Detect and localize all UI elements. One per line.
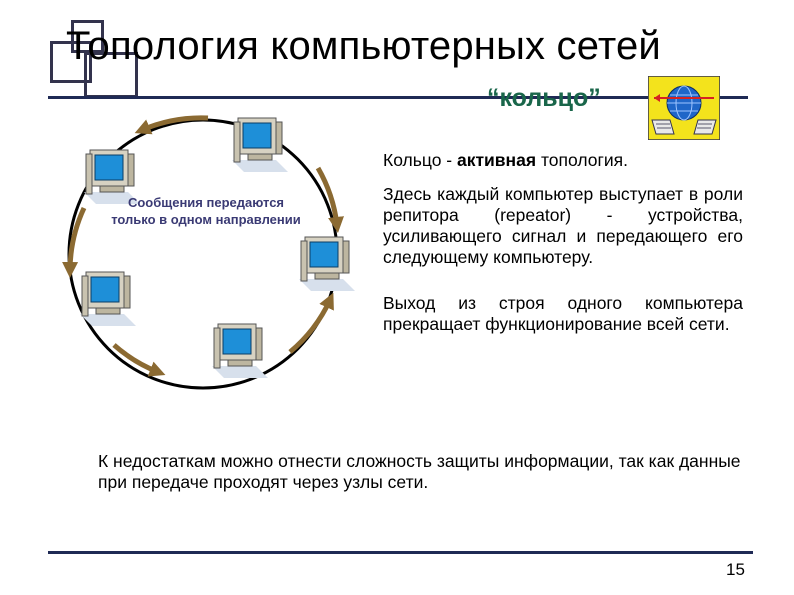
page-number: 15 [726, 560, 745, 579]
arrow-left [62, 206, 87, 278]
title-underline [48, 96, 748, 99]
arrow-top [134, 115, 209, 135]
paragraph-drawbacks: К недостаткам можно отнести сложность за… [98, 451, 741, 492]
p1-bold: активная [456, 150, 537, 170]
paragraph-repeater: Здесь каждый компьютер выступает в роли … [383, 184, 743, 267]
p1-prefix: Кольцо - [383, 150, 457, 170]
computer-icon [79, 271, 137, 327]
arrow-bottom-left [112, 343, 166, 377]
arrow-bottom-right [288, 292, 334, 354]
paragraph-active-topology: Кольцо - активная топология. [383, 150, 743, 171]
p1-suffix: топология. [536, 150, 628, 170]
arrow-right [315, 166, 344, 233]
ring-message-label: Сообщения передаются только в одном напр… [111, 195, 301, 227]
network-globe-icon [648, 76, 720, 140]
computer-icon [298, 236, 356, 292]
computer-icon [211, 323, 269, 379]
title-decoration-square-small [71, 20, 104, 53]
footer-rule [48, 551, 753, 554]
computer-icon [231, 117, 289, 173]
page-title: Топология компьютерных сетей [66, 24, 661, 68]
paragraph-failure: Выход из строя одного компьютера прекращ… [383, 293, 743, 334]
page-subtitle: “кольцо” [487, 84, 601, 112]
